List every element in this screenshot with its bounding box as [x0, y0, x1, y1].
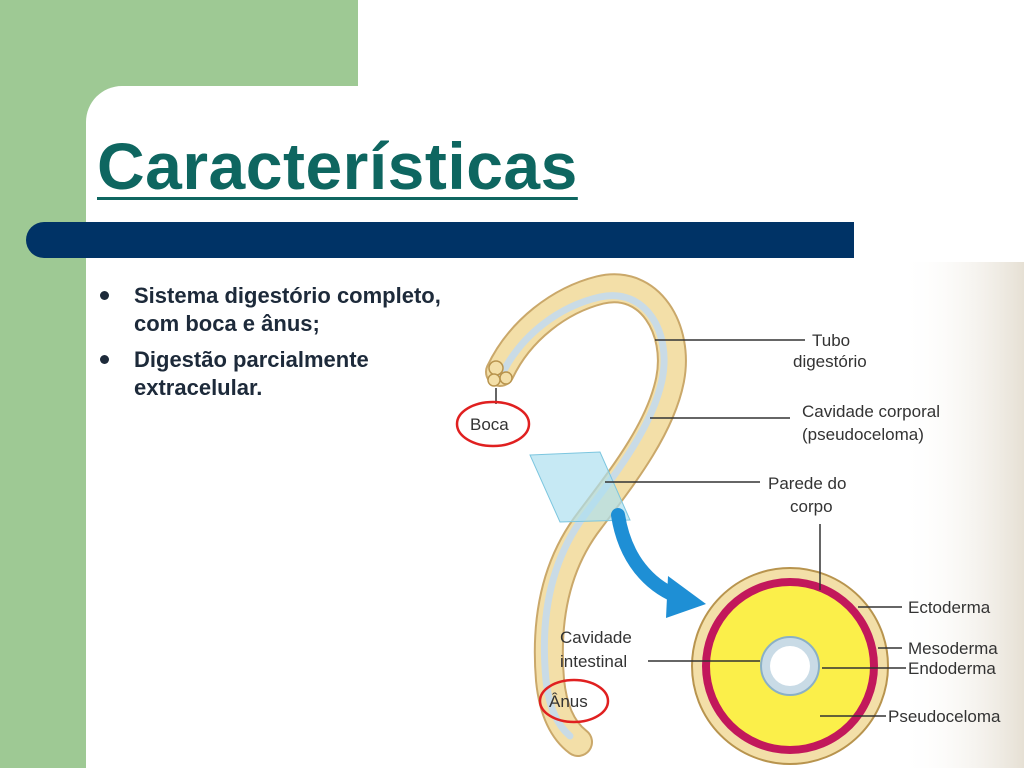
label-pseudoceloma: Pseudoceloma: [888, 707, 1001, 726]
label-parede-1: Parede do: [768, 474, 846, 493]
page-shade: [900, 262, 1024, 768]
label-cavidade-intestinal-1: Cavidade: [560, 628, 632, 647]
label-mesoderma: Mesoderma: [908, 639, 998, 658]
worm-body: [487, 275, 685, 755]
bullet-item: Sistema digestório completo, com boca e …: [96, 282, 546, 338]
label-tubo-2: digestório: [793, 352, 867, 371]
bullet-dot-icon: [100, 355, 109, 364]
label-anus: Ânus: [549, 692, 588, 711]
lip: [487, 373, 501, 387]
cross-section-lumen: [770, 646, 810, 686]
digestive-tube: [498, 292, 668, 740]
label-boca: Boca: [470, 415, 509, 434]
label-endoderma: Endoderma: [908, 659, 996, 678]
bullet-line: extracelular.: [134, 375, 263, 400]
bullet-line: com boca e ânus;: [134, 311, 320, 336]
lip: [499, 371, 513, 385]
bullet-line: Digestão parcialmente: [134, 347, 369, 372]
bullet-list: Sistema digestório completo, com boca e …: [96, 282, 546, 410]
bullet-item: Digestão parcialmente extracelular.: [96, 346, 546, 402]
label-cavidade-intestinal-2: intestinal: [560, 652, 627, 671]
leader-lines: [495, 339, 906, 717]
arrow-head-icon: [666, 576, 706, 618]
label-tubo-1: Tubo: [812, 331, 850, 350]
title-bar: [26, 222, 854, 258]
background-green-strip: [0, 0, 86, 768]
bullet-dot-icon: [100, 291, 109, 300]
section-plane: [529, 451, 631, 523]
label-ectoderma: Ectoderma: [908, 598, 991, 617]
label-cavidade-corporal-1: Cavidade corporal: [802, 402, 940, 421]
arrow-icon: [611, 508, 683, 603]
anus-highlight: [538, 678, 610, 724]
mouth-highlight: [455, 400, 531, 448]
label-cavidade-corporal-2: (pseudoceloma): [802, 425, 924, 444]
label-parede-2: corpo: [790, 497, 833, 516]
slide-title: Características: [97, 129, 578, 203]
lip: [488, 360, 504, 376]
bullet-line: Sistema digestório completo,: [134, 283, 441, 308]
